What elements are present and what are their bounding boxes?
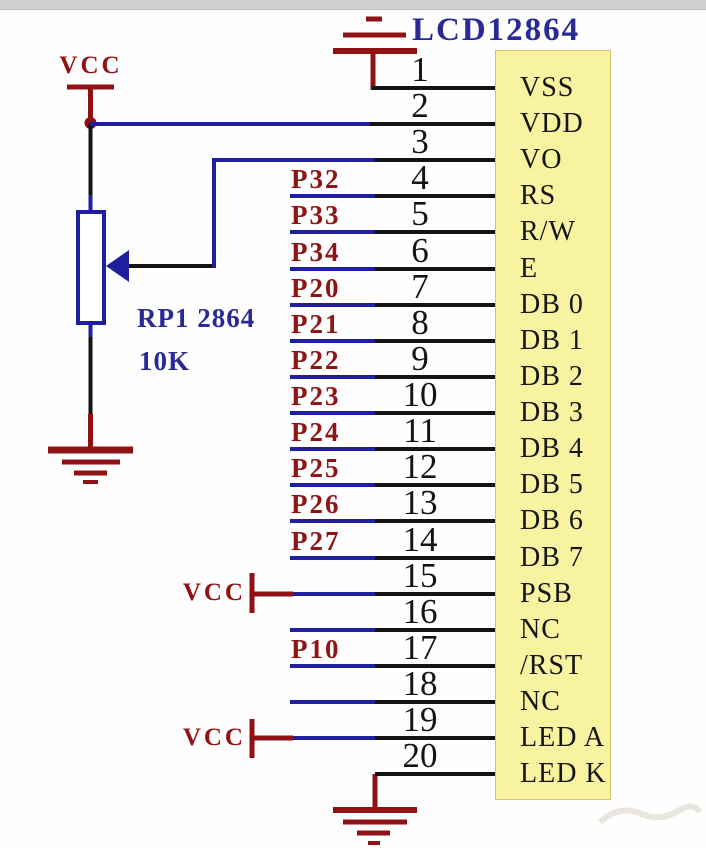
pin-number-11: 11 [403, 411, 437, 450]
pin-name-1: VSS [520, 72, 575, 103]
pin-number-14: 14 [402, 520, 438, 559]
pin-name-4: RS [520, 180, 557, 211]
pin-number-5: 5 [411, 194, 429, 233]
ground-top-icon [333, 16, 417, 90]
lcd-module-box [495, 50, 611, 800]
pin-number-20: 20 [402, 736, 438, 775]
pin-name-15: PSB [520, 578, 573, 609]
port-label-P22: P22 [291, 345, 341, 375]
pin-name-14: DB 7 [520, 542, 584, 573]
pin-name-10: DB 3 [520, 397, 584, 428]
port-label-P27: P27 [291, 526, 341, 556]
pin-name-12: DB 5 [520, 469, 584, 500]
watermark [597, 803, 703, 825]
pin-name-19: LED A [520, 722, 606, 753]
pin-number-7: 7 [411, 267, 429, 306]
port-label-P21: P21 [291, 309, 341, 339]
port-label-P33: P33 [291, 200, 341, 230]
pin-number-17: 17 [402, 628, 438, 667]
pin-number-13: 13 [402, 483, 438, 522]
port-label-P10: P10 [291, 634, 341, 664]
pin-name-11: DB 4 [520, 433, 584, 464]
pin-number-19: 19 [402, 700, 438, 739]
pin-number-10: 10 [402, 375, 438, 414]
pin-name-7: DB 0 [520, 289, 584, 320]
vcc-psb-label: VCC [182, 579, 246, 606]
pot-ref-label: RP1 2864 [137, 303, 256, 333]
port-label-P20: P20 [291, 273, 341, 303]
port-label-P32: P32 [291, 164, 341, 194]
pin-number-9: 9 [411, 339, 429, 378]
pin-name-13: DB 6 [520, 505, 584, 536]
port-label-P34: P34 [291, 237, 341, 267]
lcd-title: LCD12864 [412, 12, 581, 48]
vcc-led-label: VCC [182, 724, 246, 751]
pin-number-1: 1 [411, 50, 429, 89]
screenshot-top-border [0, 0, 706, 10]
pin-name-18: NC [520, 686, 561, 717]
port-label-P26: P26 [291, 489, 341, 519]
pin-number-3: 3 [411, 122, 429, 161]
pin-number-8: 8 [411, 303, 429, 342]
pin-name-2: VDD [520, 108, 584, 139]
pin-name-8: DB 1 [520, 325, 584, 356]
port-label-P24: P24 [291, 417, 341, 447]
ground-bottom-icon [333, 774, 417, 845]
pin-number-12: 12 [402, 447, 438, 486]
pin-wires [90, 86, 495, 776]
pin-number-2: 2 [411, 86, 429, 125]
vcc-top-label: VCC [59, 52, 123, 79]
pin-name-16: NC [520, 614, 561, 645]
potentiometer-symbol [76, 210, 106, 325]
ground-icon [48, 446, 133, 484]
pin-number-18: 18 [402, 664, 438, 703]
pin-name-20: LED K [520, 758, 607, 789]
pin-number-6: 6 [411, 231, 429, 270]
pin-name-9: DB 2 [520, 361, 584, 392]
port-label-P25: P25 [291, 453, 341, 483]
port-label-P23: P23 [291, 381, 341, 411]
pin-name-3: VO [520, 144, 563, 175]
pin-number-16: 16 [402, 592, 438, 631]
pin-name-17: /RST [520, 650, 584, 681]
pot-value-label: 10K [139, 346, 191, 376]
pin-number-4: 4 [411, 158, 429, 197]
pin-number-15: 15 [402, 556, 438, 595]
wiper-arrow-icon [106, 158, 216, 282]
pin-name-6: E [520, 253, 539, 284]
pin-name-5: R/W [520, 216, 576, 247]
